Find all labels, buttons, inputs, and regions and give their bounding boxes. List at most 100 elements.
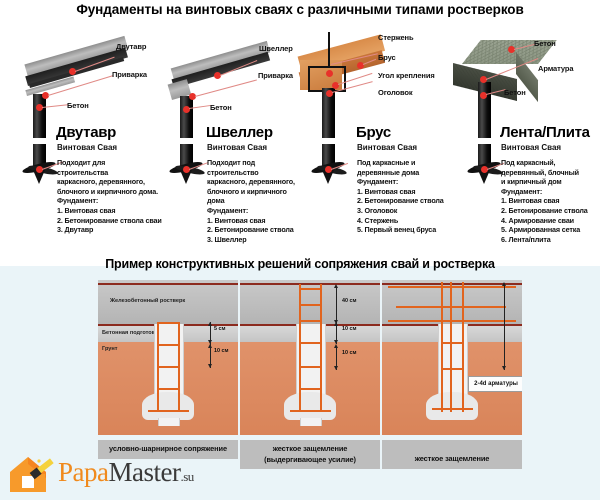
column-lenta-plita: Бетон Арматура Бетон Лента/Плита Винтова…	[450, 20, 600, 250]
rebar-vertical-long	[299, 284, 301, 412]
dimension-10cm-a: 10 см	[342, 326, 357, 332]
callout-dot	[69, 68, 76, 75]
rebar-tie	[432, 408, 473, 410]
column-subheading-dvutavr: Винтовая Свая	[57, 143, 118, 152]
illustration-lenta-plita: Бетон Арматура Бетон	[450, 20, 600, 125]
lower-section-title: Пример конструктивных решений сопряжения…	[105, 257, 495, 271]
callout-label-ugol: Угол крепления	[378, 71, 435, 80]
layer-label-raft: Железобетонный ростверк	[110, 298, 186, 304]
pile-lower-brus	[310, 120, 372, 245]
callout-label-privarka: Приварка	[258, 71, 293, 80]
raft-top-line	[240, 283, 380, 285]
rebar-tie	[299, 320, 322, 322]
pile-bell	[426, 392, 478, 420]
callout-label-privarka: Приварка	[112, 70, 147, 79]
logo-part-papa: Papa	[58, 457, 109, 487]
callout-label-ogolovok: Оголовок	[378, 88, 413, 97]
callout-label-beton: Бетон	[67, 101, 89, 110]
house-paintbrush-icon	[10, 457, 54, 492]
column-dvutavr: Двутавр Приварка Бетон Двутавр Винтовая …	[0, 20, 162, 250]
raft-top-line	[382, 283, 522, 285]
pile-lower-dvutavr	[21, 120, 72, 245]
callout-label-sterzhen: Стержень	[378, 33, 414, 42]
column-shveller: Швеллер Приварка Бетон Швеллер Винтовая …	[150, 20, 300, 250]
dimension-5cm: 5 см	[214, 326, 226, 332]
rebar-tie	[299, 288, 322, 290]
column-body-dvutavr: Подходит для строительства каркасного, д…	[57, 158, 162, 235]
rebar-vertical-mid	[450, 282, 452, 412]
raft-top-line	[98, 283, 238, 285]
rebar-tie	[157, 322, 180, 324]
illustration-shveller: Швеллер Приварка Бетон	[150, 20, 300, 125]
rebar-vertical-long	[320, 284, 322, 412]
callout-dot	[42, 92, 49, 99]
rebar-mid-bar	[396, 306, 506, 308]
callout-label-beton-top: Бетон	[534, 39, 556, 48]
column-body-lenta: Под каркасный, деревянный, блочный и кир…	[501, 158, 588, 244]
dimension-line	[210, 322, 211, 344]
caption-rigid: жесткое защемление	[382, 440, 522, 469]
pile-stub	[300, 418, 322, 426]
rebar-tie	[299, 304, 322, 306]
pile-lower-shveller	[168, 120, 222, 245]
column-subheading-lenta: Винтовая Свая	[501, 143, 562, 152]
rebar-tie	[157, 366, 180, 368]
rebar-tie	[441, 342, 464, 344]
callout-label-armatura: Арматура	[538, 64, 574, 73]
column-heading-dvutavr: Двутавр	[56, 124, 117, 141]
callout-label-dvutavr: Двутавр	[116, 42, 147, 51]
rebar-vertical-long	[441, 282, 443, 412]
pile-bell	[142, 392, 194, 420]
rod	[328, 32, 330, 66]
layer-label-prep: Бетонная подготовка	[102, 330, 162, 336]
pile-bell	[284, 392, 336, 420]
layer-raft	[240, 280, 380, 324]
panel-rigid: 2-4d арматуры	[382, 280, 522, 435]
callout-label-brus: Брус	[378, 53, 396, 62]
callout-label-shveller: Швеллер	[259, 44, 293, 53]
pile-stub	[158, 418, 180, 426]
column-subheading-brus: Винтовая Свая	[357, 143, 418, 152]
rebar-top-bar	[388, 286, 516, 288]
layer-label-soil: Грунт	[102, 346, 118, 352]
lower-section: Пример конструктивных решений сопряжения…	[0, 252, 600, 500]
rebar-tie	[299, 388, 322, 390]
rebar-tie	[148, 410, 189, 412]
callout-dot	[36, 104, 43, 111]
dimension-10cm: 10 см	[214, 348, 229, 354]
rebar-tie	[290, 410, 331, 412]
caption-hinged: условно-шарнирное сопряжение	[98, 440, 238, 459]
illustration-brus: Стержень Брус Угол крепления Оголовок	[297, 20, 450, 125]
callout-label-beton: Бетон	[210, 103, 232, 112]
column-heading-shveller: Швеллер	[206, 124, 273, 141]
page-title: Фундаменты на винтовых сваях с различным…	[76, 2, 524, 17]
layer-raft	[98, 280, 238, 324]
rebar-tie	[299, 366, 322, 368]
note-rebar-count: 2-4d арматуры	[468, 376, 522, 392]
logo-part-master: Master	[108, 457, 181, 487]
caption-rigid-pullout: жесткое защемление (выдергивающее усилие…	[240, 440, 380, 469]
column-body-shveller: Подходит под строительство каркасного, д…	[207, 158, 295, 244]
rebar-low-bar	[388, 320, 516, 322]
column-brus: Стержень Брус Угол крепления Оголовок Бр…	[297, 20, 450, 250]
dimension-line	[504, 284, 505, 370]
dimension-line	[210, 344, 211, 368]
column-subheading-shveller: Винтовая Свая	[207, 143, 268, 152]
dimension-40cm: 40 см	[342, 298, 357, 304]
illustration-dvutavr: Двутавр Приварка Бетон	[0, 20, 150, 125]
panel-rigid-pullout: 40 см 10 см 10 см	[240, 280, 380, 435]
rebar-tie	[157, 344, 180, 346]
panel-hinged: Железобетонный ростверк Бетонная подгото…	[98, 280, 238, 435]
dimension-10cm-b: 10 см	[342, 350, 357, 356]
rebar-tie	[441, 368, 464, 370]
site-logo[interactable]: PapaMaster.su	[6, 452, 221, 496]
column-heading-brus: Брус	[356, 124, 391, 141]
logo-part-tld: .su	[180, 469, 194, 484]
top-columns: Двутавр Приварка Бетон Двутавр Винтовая …	[0, 20, 600, 250]
rebar-tie	[157, 388, 180, 390]
column-heading-lenta: Лента/Плита	[500, 124, 590, 141]
pile-lower-lenta	[466, 120, 522, 245]
dimension-line	[336, 286, 337, 324]
rebar-tie	[299, 342, 322, 344]
